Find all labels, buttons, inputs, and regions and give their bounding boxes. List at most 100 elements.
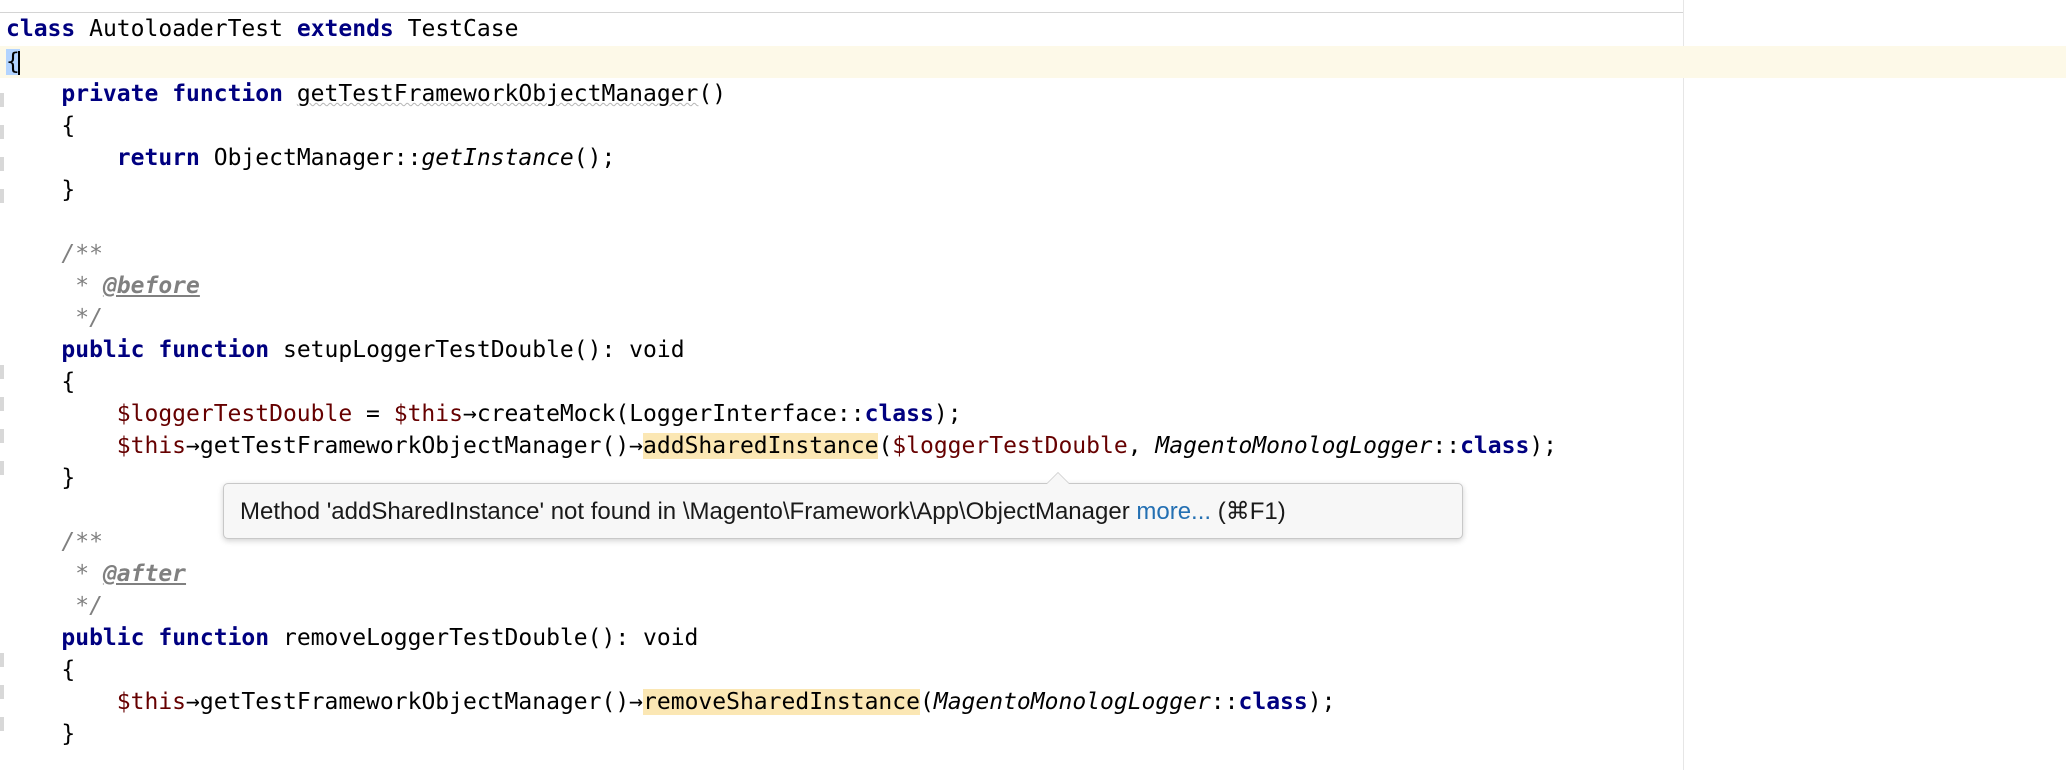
scope-separator: :: [836, 401, 865, 427]
unresolved-method-highlight[interactable]: removeSharedInstance [643, 689, 920, 715]
this-variable: $this [116, 433, 187, 459]
gutter-marker [0, 429, 4, 443]
method-call: createMock [476, 401, 616, 427]
class-reference: MagentoMonologLogger [1155, 433, 1433, 459]
matched-brace: { [6, 49, 20, 75]
doc-comment-close: */ [61, 305, 103, 331]
arrow-operator: → [629, 433, 644, 459]
code-line-2[interactable]: { [6, 46, 20, 78]
open-paren: ( [615, 401, 630, 427]
keyword-private: private [61, 81, 159, 107]
keyword-class: class [864, 401, 934, 427]
doc-comment-star: * [61, 273, 103, 299]
call-parens: () [601, 433, 630, 459]
doc-comment-close: */ [61, 593, 103, 619]
keyword-public: public [61, 625, 145, 651]
class-name: AutoloaderTest [89, 16, 283, 42]
gutter-marker [0, 717, 4, 731]
variable: $loggerTestDouble [892, 433, 1128, 459]
static-method: getInstance [421, 145, 574, 171]
keyword-function: function [158, 625, 270, 651]
code-line-23[interactable]: } [6, 718, 75, 750]
doc-comment-star: * [61, 561, 103, 587]
arrow-operator: → [462, 401, 477, 427]
method-parens: () [698, 81, 727, 107]
class-reference: LoggerInterface [629, 401, 837, 427]
code-line-8[interactable]: /** [6, 238, 103, 270]
code-line-15[interactable]: } [6, 462, 75, 494]
code-line-14[interactable]: $this→getTestFrameworkObjectManager()→ad… [6, 430, 1557, 462]
brace: { [61, 113, 76, 139]
assign-operator: = [352, 401, 394, 427]
brace: { [61, 369, 76, 395]
code-line-13[interactable]: $loggerTestDouble = $this→createMock(Log… [6, 398, 962, 430]
code-line-20[interactable]: public function removeLoggerTestDouble()… [6, 622, 698, 654]
text-caret [17, 50, 20, 75]
tooltip-message: Method 'addSharedInstance' not found in … [240, 498, 1137, 525]
code-line-12[interactable]: { [6, 366, 75, 398]
gutter-marker [0, 461, 4, 475]
code-line-19[interactable]: */ [6, 590, 103, 622]
method-name: getTestFrameworkObjectManager [296, 81, 699, 107]
gutter-marker [0, 125, 4, 139]
brace: } [61, 465, 76, 491]
code-line-17[interactable]: /** [6, 526, 103, 558]
method-name: removeLoggerTestDouble [282, 625, 588, 651]
gutter-marker [0, 189, 4, 203]
code-line-5[interactable]: return ObjectManager::getInstance(); [6, 142, 616, 174]
current-line-highlight [0, 46, 2066, 78]
method-call: getTestFrameworkObjectManager [199, 433, 602, 459]
open-paren: ( [919, 689, 934, 715]
code-line-21[interactable]: { [6, 654, 75, 686]
brace: } [61, 721, 76, 747]
inspection-tooltip: Method 'addSharedInstance' not found in … [223, 472, 1463, 539]
tooltip-shortcut: (⌘F1) [1211, 498, 1286, 525]
gutter-marker [0, 685, 4, 699]
code-line-9[interactable]: * @before [6, 270, 200, 302]
parent-class-name: TestCase [407, 16, 519, 42]
class-reference: ObjectManager [213, 145, 394, 171]
gutter-marker [0, 653, 4, 667]
scope-separator: :: [1432, 433, 1461, 459]
code-line-4[interactable]: { [6, 110, 75, 142]
tooltip-pointer [1046, 472, 1070, 484]
call-tail: ); [1307, 689, 1336, 715]
code-line-3[interactable]: private function getTestFrameworkObjectM… [6, 78, 726, 110]
doc-comment-open: /** [61, 241, 103, 267]
gutter-marker [0, 397, 4, 411]
keyword-class: class [1238, 689, 1308, 715]
scope-separator: :: [393, 145, 422, 171]
code-line-22[interactable]: $this→getTestFrameworkObjectManager()→re… [6, 686, 1335, 718]
brace: } [61, 177, 76, 203]
scope-separator: :: [1210, 689, 1239, 715]
keyword-return: return [116, 145, 200, 171]
doc-comment-open: /** [61, 529, 103, 555]
code-line-1[interactable]: class AutoloaderTest extends TestCase [6, 13, 518, 45]
doc-tag-before: @before [102, 273, 200, 299]
arrow-operator: → [186, 689, 200, 715]
editor-top-border [0, 12, 1684, 13]
code-line-18[interactable]: * @after [6, 558, 186, 590]
keyword-extends: extends [296, 16, 394, 42]
gutter-marker [0, 157, 4, 171]
doc-tag-after: @after [102, 561, 187, 587]
class-reference: MagentoMonologLogger [933, 689, 1211, 715]
code-line-11[interactable]: public function setupLoggerTestDouble():… [6, 334, 685, 366]
this-variable: $this [393, 401, 463, 427]
keyword-function: function [172, 81, 283, 107]
brace: { [61, 657, 76, 683]
return-type: (): void [573, 337, 685, 363]
unresolved-method-highlight[interactable]: addSharedInstance [643, 433, 879, 459]
keyword-public: public [61, 337, 145, 363]
call-parens: () [601, 689, 630, 715]
variable: $loggerTestDouble [116, 401, 353, 427]
comma: , [1127, 433, 1156, 459]
code-line-10[interactable]: */ [6, 302, 103, 334]
keyword-class: class [1460, 433, 1530, 459]
this-variable: $this [116, 689, 187, 715]
method-name: setupLoggerTestDouble [282, 337, 574, 363]
method-call: getTestFrameworkObjectManager [199, 689, 602, 715]
tooltip-more-link[interactable]: more... [1136, 498, 1212, 525]
code-line-6[interactable]: } [6, 174, 75, 206]
